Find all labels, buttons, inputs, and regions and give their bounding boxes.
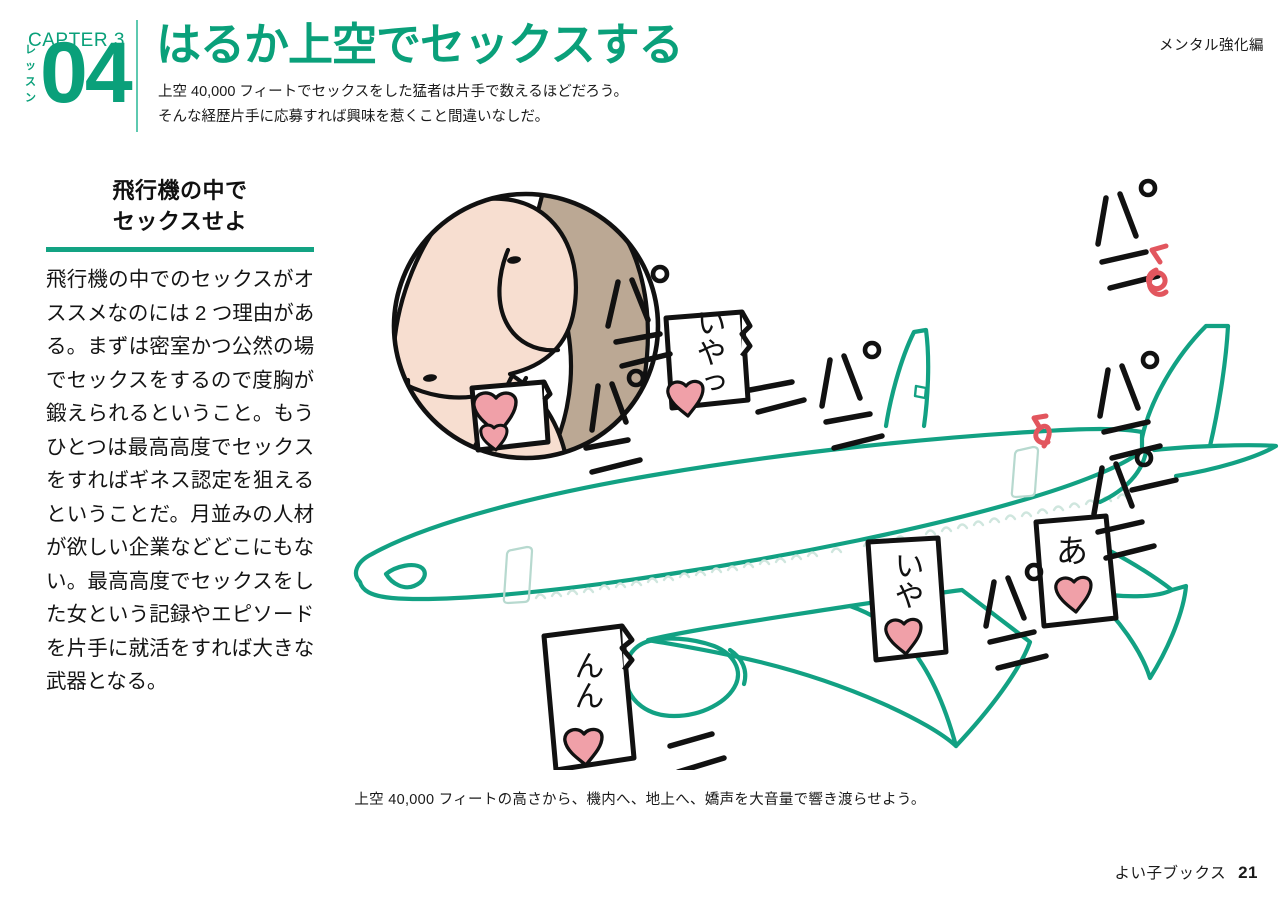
note-card-nn: んん [541, 623, 637, 770]
page-title: はるか上空でセックスする [156, 19, 684, 70]
note-card-iya-text: いや [889, 550, 924, 610]
sfx-pa-5 [1097, 350, 1163, 461]
page-subtitle: 上空 40,000 フィートでセックスをした猛者は片手で数えるほどだろう。そんな… [158, 84, 629, 125]
sfx-pa-1 [605, 264, 673, 369]
sfx-pa-7 [983, 562, 1049, 671]
footer-page-number: 21 [1238, 863, 1258, 882]
sfx-pa-3 [819, 340, 885, 451]
illustration: いやっ んん いや あ [330, 150, 1280, 770]
sound-effects-group [583, 178, 1179, 770]
column-heading-rule [46, 247, 314, 252]
figure-caption: 上空 40,000 フィートの高さから、機内へ、地上へ、嬌声を大音量で響き渡らせ… [354, 792, 926, 808]
header-divider [136, 20, 138, 132]
note-card-iyaltsu: いやっ [663, 307, 753, 418]
note-card-a: あ [1033, 513, 1119, 629]
lesson-vertical-label: レッスン [20, 42, 42, 106]
section-tag: メンタル強化編 [1159, 38, 1264, 54]
column-heading-line-2: セックスせよ [112, 209, 248, 234]
footer-publisher: よい子ブックス [1114, 865, 1227, 882]
motion-squiggle-icons [1031, 243, 1169, 449]
column-body-text: 飛行機の中でのセックスがオススメなのには 2 つ理由がある。まずは密室かつ公然の… [46, 268, 314, 693]
lesson-vertical-char-4: ン [25, 92, 37, 104]
sfx-pa-2 [583, 368, 646, 475]
sfx-pa-6 [1091, 448, 1157, 561]
column-heading: 飛行機の中で セックスせよ [46, 175, 314, 237]
chapter-label: CAPTER 3 [28, 30, 125, 51]
lesson-number: 04 [40, 25, 133, 121]
airplane-icon [353, 323, 1279, 749]
lesson-vertical-char-2: ッ [25, 60, 37, 72]
column-heading-line-1: 飛行機の中で [112, 178, 248, 203]
note-card-iya: いや [865, 535, 949, 663]
lesson-vertical-char-1: レ [25, 44, 37, 56]
note-card-nn-text: んん [569, 650, 604, 710]
page-footer: よい子ブックス 21 [1115, 861, 1258, 883]
page-header: レッスン CAPTER 3 04 はるか上空でセックスする 上空 40,000 … [0, 0, 1280, 150]
lesson-vertical-char-3: ス [25, 76, 37, 88]
note-card-a-text: あ [1056, 532, 1088, 570]
left-column: 飛行機の中で セックスせよ 飛行機の中でのセックスがオススメなのには 2 つ理由… [46, 175, 314, 699]
note-card-hearts [469, 379, 553, 453]
